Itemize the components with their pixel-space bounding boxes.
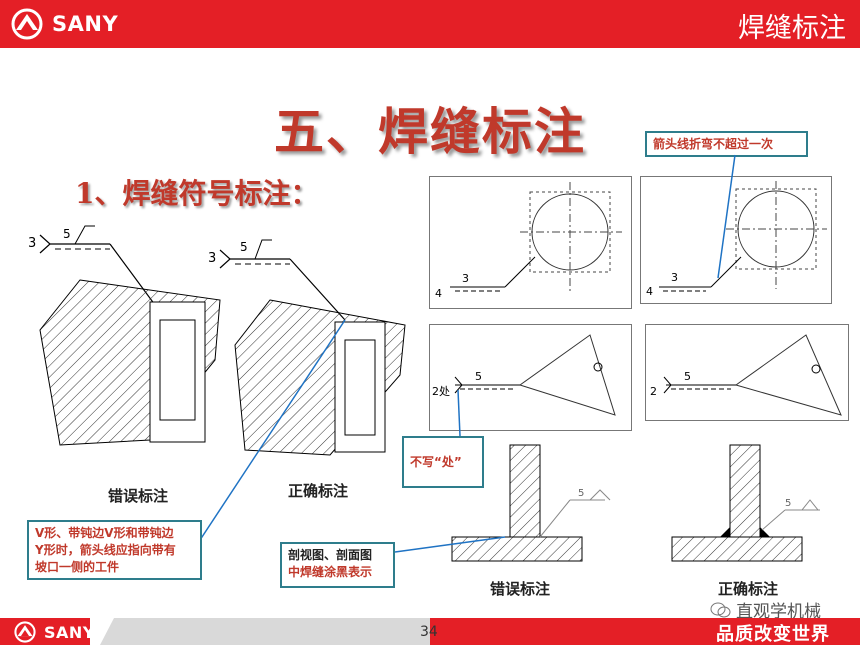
weld-size-label: 5	[475, 370, 482, 383]
weld-count-label: 4	[435, 287, 442, 300]
callout-line: V形、带钝边V形和带钝边	[35, 526, 174, 540]
v-groove-callout: V形、带钝边V形和带钝边 Y形时，箭头线应指向带有 坡口一侧的工件	[27, 520, 202, 580]
panel-top-left: 4 3	[429, 176, 632, 309]
weld-size-label: 5	[684, 370, 691, 383]
section-callout: 剖视图、剖面图 中焊缝涂黑表示	[280, 542, 395, 588]
sub-title: 1、焊缝符号标注：	[75, 177, 319, 210]
callout-line: 坡口一侧的工件	[35, 560, 120, 574]
header-title: 焊缝标注	[738, 13, 846, 44]
left-weld-diagrams: 3 5 3 5	[28, 225, 406, 456]
bottom-correct-caption: 正确标注	[718, 580, 779, 598]
weld-size-label: 5	[785, 498, 791, 509]
logo-text: SANY	[52, 12, 119, 36]
sany-logo-icon	[11, 8, 43, 40]
footer-slogan: 品质改变世界	[716, 624, 830, 645]
page-number: 34	[420, 624, 438, 640]
header-bar	[0, 0, 860, 48]
panel-top-right: 4 3	[640, 176, 832, 304]
t-joint-wrong: 5	[451, 444, 611, 562]
watermark-text: 直观学机械	[736, 602, 821, 622]
footer-logo: SANY	[12, 620, 95, 644]
sany-logo-icon	[14, 621, 36, 643]
callout-text: 箭头线折弯不超过一次	[653, 137, 774, 151]
correct-caption: 正确标注	[288, 482, 349, 500]
callout-line: 中焊缝涂黑表示	[288, 565, 373, 579]
footer-logo-text: SANY	[44, 622, 95, 642]
sany-logo: SANY	[8, 8, 118, 40]
weld-size-label: 3	[671, 271, 678, 284]
panel-middle-right: 2 5	[645, 324, 849, 421]
callout-line: Y形时，箭头线应指向带有	[35, 543, 176, 557]
bottom-wrong-caption: 错误标注	[490, 580, 551, 598]
correct-section-diagram: 3 5	[208, 239, 406, 456]
weld-count-label: 3	[28, 236, 36, 251]
callout-text: 不写“处”	[410, 455, 462, 469]
weld-size-label: 3	[462, 272, 469, 285]
weld-count-label: 3	[208, 251, 216, 266]
weld-count-label: 4	[646, 285, 653, 298]
wrong-section-diagram: 3 5	[28, 225, 221, 446]
footer-stripe	[90, 618, 430, 645]
weld-count-label: 2处	[432, 385, 450, 398]
main-title: 五、焊缝标注	[274, 102, 586, 161]
arrow-bend-callout: 箭头线折弯不超过一次	[645, 131, 808, 157]
t-joint-diagrams: 5 5	[451, 444, 820, 562]
weld-size-label: 5	[578, 488, 584, 499]
wechat-icon	[710, 602, 731, 617]
weld-count-label: 2	[650, 385, 657, 398]
panel-middle-left: 2处 5	[429, 324, 632, 431]
no-chu-callout: 不写“处”	[402, 436, 484, 488]
wrong-caption: 错误标注	[108, 487, 169, 505]
weld-size-label: 5	[63, 227, 71, 241]
weld-size-label: 5	[240, 240, 248, 254]
t-joint-correct: 5	[671, 444, 820, 562]
watermark: 直观学机械	[710, 597, 821, 622]
callout-line: 剖视图、剖面图	[288, 548, 373, 562]
